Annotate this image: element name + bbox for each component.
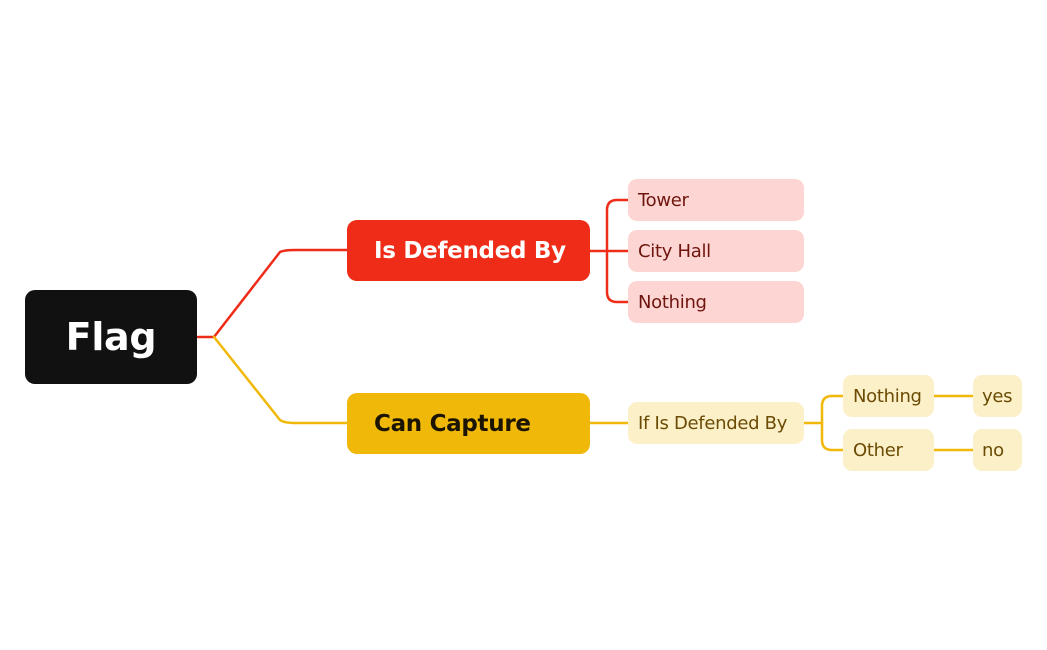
is-defended-by-label: Is Defended By [374, 237, 566, 264]
is-defended-by-node[interactable]: Is Defended By [347, 220, 590, 281]
defender-nothing-label: Nothing [638, 291, 707, 313]
defender-nothing-node[interactable]: Nothing [628, 281, 804, 323]
option-other-label: Other [853, 439, 903, 461]
result-no-node[interactable]: no [973, 429, 1022, 471]
can-capture-node[interactable]: Can Capture [347, 393, 590, 454]
condition-node[interactable]: If Is Defended By [628, 402, 804, 444]
option-other-node[interactable]: Other [843, 429, 934, 471]
option-nothing-node[interactable]: Nothing [843, 375, 934, 417]
defender-city-hall-node[interactable]: City Hall [628, 230, 804, 272]
defender-tower-label: Tower [638, 189, 689, 211]
option-nothing-label: Nothing [853, 385, 922, 407]
can-capture-label: Can Capture [374, 410, 531, 437]
condition-label: If Is Defended By [638, 412, 788, 434]
root-label: Flag [65, 315, 157, 359]
connector-root-to-defended [196, 248, 349, 339]
result-yes-label: yes [982, 385, 1013, 407]
defender-city-hall-label: City Hall [638, 240, 711, 262]
result-no-label: no [982, 439, 1004, 461]
root-node[interactable]: Flag [25, 290, 197, 384]
defender-tower-node[interactable]: Tower [628, 179, 804, 221]
connector-condition-bracket [820, 394, 845, 452]
connector-root-to-capture [212, 335, 349, 425]
result-yes-node[interactable]: yes [973, 375, 1022, 417]
